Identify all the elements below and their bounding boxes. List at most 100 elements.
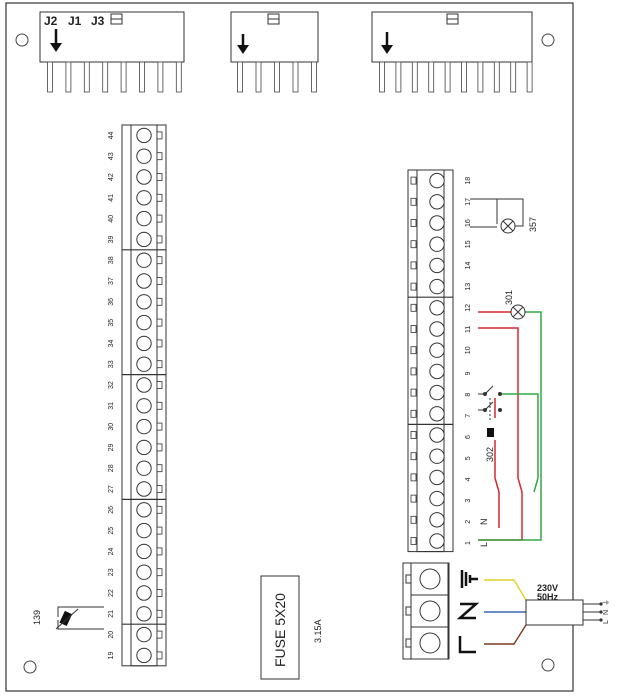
supply-line-ground: ⏚ [602,599,610,606]
connector-pin [444,61,451,93]
connector-pin [102,61,109,93]
terminal-screw [136,481,152,497]
live-letter: L [479,542,489,547]
terminal-block-right [407,169,454,553]
terminal-screw [429,533,445,549]
terminal-number: 43 [108,152,115,160]
terminal-screw [429,490,445,507]
terminal-screw [136,127,152,144]
terminal-screw [136,502,152,518]
fuse-rating: 3.15A [313,619,323,643]
connector-pin [428,61,435,93]
mounting-hole-bottom-left [23,660,37,674]
terminal-screw [136,231,152,248]
connector-pin [379,61,385,93]
terminal-number: 32 [108,381,115,389]
terminal-number: 20 [108,631,115,639]
terminal-screw [136,398,152,414]
terminal-number: 35 [108,319,115,327]
terminal-screw [429,512,445,528]
lamp-301-label: 301 [504,290,514,305]
lamp-301: 301 [504,290,526,320]
terminal-number: 41 [108,194,115,202]
live-symbol-icon [458,636,476,654]
connector-pin [237,61,243,93]
arrow-down-icon [50,29,62,52]
connector-pin [83,61,90,93]
terminal-screw [429,257,445,274]
terminal-screw [429,469,445,486]
ground-symbol-icon [460,570,478,588]
lamp-357-label: 357 [528,217,538,232]
terminal-number: 13 [465,283,472,291]
connector-label-j1: J1 [68,14,82,28]
connector-j2-j1-j3: J2 J1 J3 [39,11,185,93]
terminal-number: 39 [108,236,115,244]
terminal-number: 36 [108,298,115,306]
fuse-size: FUSE 5X20 [272,593,288,667]
supply-voltage: 230V [537,583,558,593]
supply-frequency: 50Hz [537,592,559,602]
connector-label-j3: J3 [91,14,105,28]
terminal-screw [136,273,152,289]
terminal-number: 23 [108,568,115,576]
terminal-number: 24 [108,548,115,556]
terminal-screw [136,647,152,664]
terminal-screw [429,448,445,464]
terminal-number: 21 [108,610,115,618]
terminal-screw [429,321,445,337]
wiring-colored [478,311,542,541]
terminal-number: 3 [465,499,472,503]
terminal-number: 1 [465,541,472,545]
connector-pin [255,61,262,93]
terminal-screw [429,384,445,401]
switch-302: 302 [478,385,502,462]
connector-pin [292,61,299,93]
sensor-139: 139 [32,606,104,630]
terminal-number: 10 [465,346,472,354]
terminal-number: 29 [108,444,115,452]
terminal-number: 6 [465,435,472,439]
arrow-down-icon [381,32,393,54]
connector-middle [230,11,319,93]
terminal-screw [136,522,152,539]
terminal-number: 44 [108,132,115,140]
connector-pin [157,61,164,93]
arrow-down-icon [237,34,249,54]
connector-pin [47,61,53,93]
terminal-number: 7 [465,414,472,418]
terminal-screw [136,169,152,185]
connector-pin [139,61,145,93]
terminal-number: 27 [108,485,115,493]
connector-pin [526,61,533,93]
connector-pin [175,61,182,93]
terminal-number: 17 [465,198,472,206]
terminal-number: 37 [108,277,115,285]
terminal-screw [429,363,445,380]
connector-pin [461,61,467,93]
terminal-screw [136,190,152,206]
terminal-number: 2 [465,520,472,524]
terminal-screw [136,356,152,372]
connector-label-j2: J2 [44,14,58,28]
terminal-screw [429,406,445,422]
terminal-screw [136,626,152,643]
sensor-139-label: 139 [32,610,42,625]
terminal-screw [136,606,152,622]
terminal-number: 40 [108,215,115,223]
terminal-screw [136,252,152,268]
connector-pin [411,61,418,93]
supply-line-neutral: N [603,610,610,615]
connector-pin [311,61,317,93]
terminal-number: 9 [465,371,472,375]
terminal-block-left [121,124,167,667]
terminal-number: 11 [465,326,472,333]
terminal-number: 33 [108,360,115,368]
terminal-screw [429,342,445,358]
terminal-screw [136,335,152,352]
connector-pin [510,61,517,93]
terminal-screw [136,210,152,227]
terminal-screw [429,300,445,316]
